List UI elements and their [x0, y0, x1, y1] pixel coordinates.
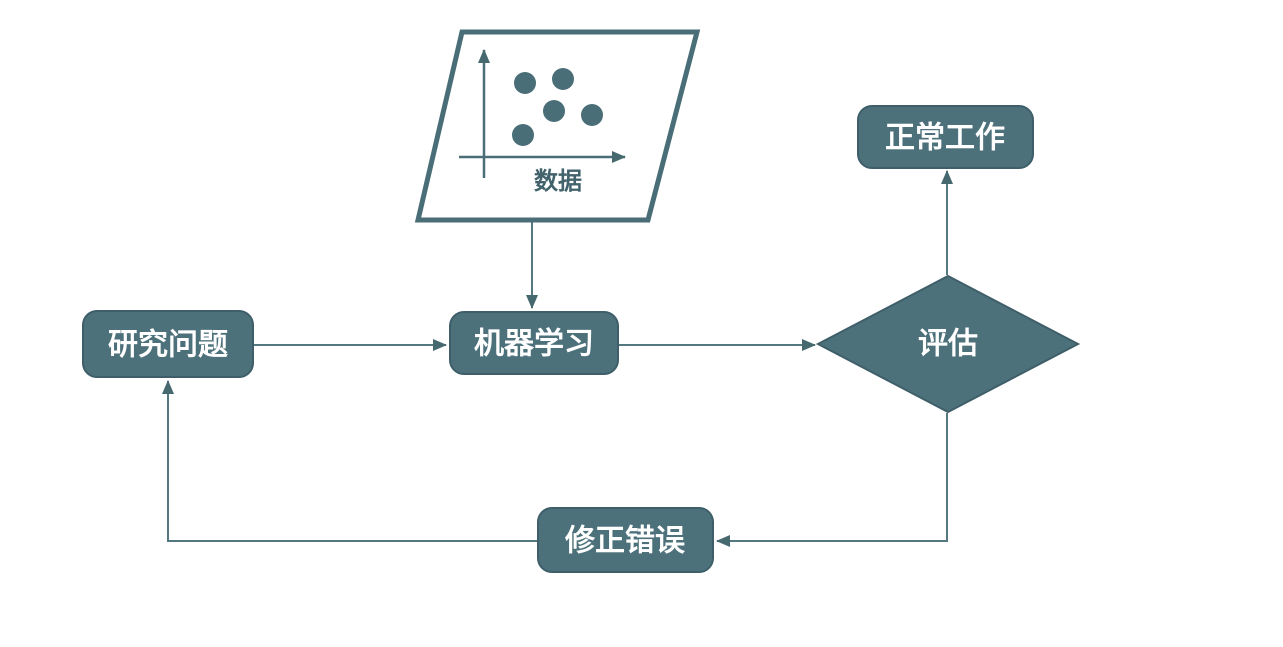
data-input-label: 数据: [534, 167, 582, 195]
edge-evaluation-to-fix-errors: [716, 413, 948, 547]
node-works-normally: 正常工作: [857, 105, 1034, 169]
evaluation-label: 评估: [918, 327, 978, 362]
machine-learning-label: 机器学习: [474, 327, 594, 362]
edge-fix-errors-to-research-question: [162, 380, 538, 542]
node-evaluation: 评估: [815, 274, 1081, 414]
evaluation-shape: [815, 274, 1081, 414]
data-parallelogram-shape: [414, 29, 701, 223]
scatter-plot-icon: [459, 49, 626, 178]
node-research-question: 研究问题: [82, 310, 254, 378]
research-question-shape: [82, 310, 254, 378]
research-question-label: 研究问题: [108, 328, 228, 363]
fix-errors-label: 修正错误: [564, 524, 686, 559]
node-data-input: 数据: [414, 29, 701, 223]
works-normally-shape: [857, 105, 1034, 169]
machine-learning-shape: [449, 311, 619, 375]
node-fix-errors: 修正错误: [537, 507, 714, 573]
node-machine-learning: 机器学习: [449, 311, 619, 375]
fix-errors-shape: [537, 507, 714, 573]
works-normally-label: 正常工作: [885, 121, 1005, 156]
